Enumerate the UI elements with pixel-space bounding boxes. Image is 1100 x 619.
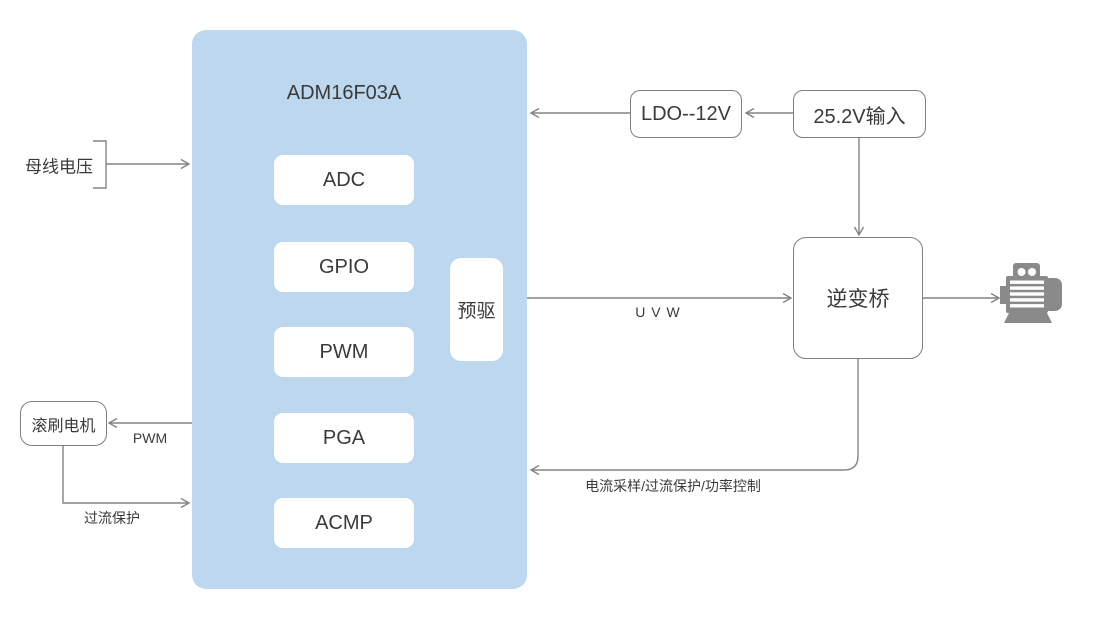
motor-icon: [1000, 262, 1064, 324]
bus-voltage-label: 母线电压: [25, 157, 93, 177]
chip-module-pga: PGA: [274, 413, 414, 463]
bus-voltage-arrow: [106, 158, 191, 170]
power-to-ldo-arrow: [744, 107, 793, 119]
ldo-box: LDO--12V: [630, 90, 742, 138]
overcurrent-label: 过流保护: [84, 510, 140, 526]
chip-block: ADM16F03A ADC GPIO PWM PGA ACMP 预驱: [192, 30, 527, 589]
overcurrent-arrow: [62, 446, 191, 509]
power-to-inverter-arrow: [853, 138, 865, 237]
inverter-to-motor-arrow: [923, 292, 1001, 304]
feedback-label: 电流采样/过流保护/功率控制: [585, 478, 761, 494]
uvw-label: U V W: [635, 304, 681, 320]
chip-module-gpio: GPIO: [274, 242, 414, 292]
bus-voltage-bracket: [93, 140, 107, 189]
predriver-block: 预驱: [450, 258, 503, 361]
pwm-arrow: [107, 417, 192, 429]
pwm-label: PWM: [132, 430, 168, 446]
ldo-to-chip-arrow: [529, 107, 630, 119]
chip-module-pwm: PWM: [274, 327, 414, 377]
feedback-arrow: [529, 359, 859, 476]
inverter-bridge-box: 逆变桥: [793, 237, 923, 359]
chip-module-acmp: ACMP: [274, 498, 414, 548]
uvw-arrow: [527, 292, 793, 304]
power-input-box: 25.2V输入: [793, 90, 926, 138]
chip-module-adc: ADC: [274, 155, 414, 205]
chip-title: ADM16F03A: [286, 82, 402, 104]
brush-motor-box: 滚刷电机: [20, 401, 107, 446]
